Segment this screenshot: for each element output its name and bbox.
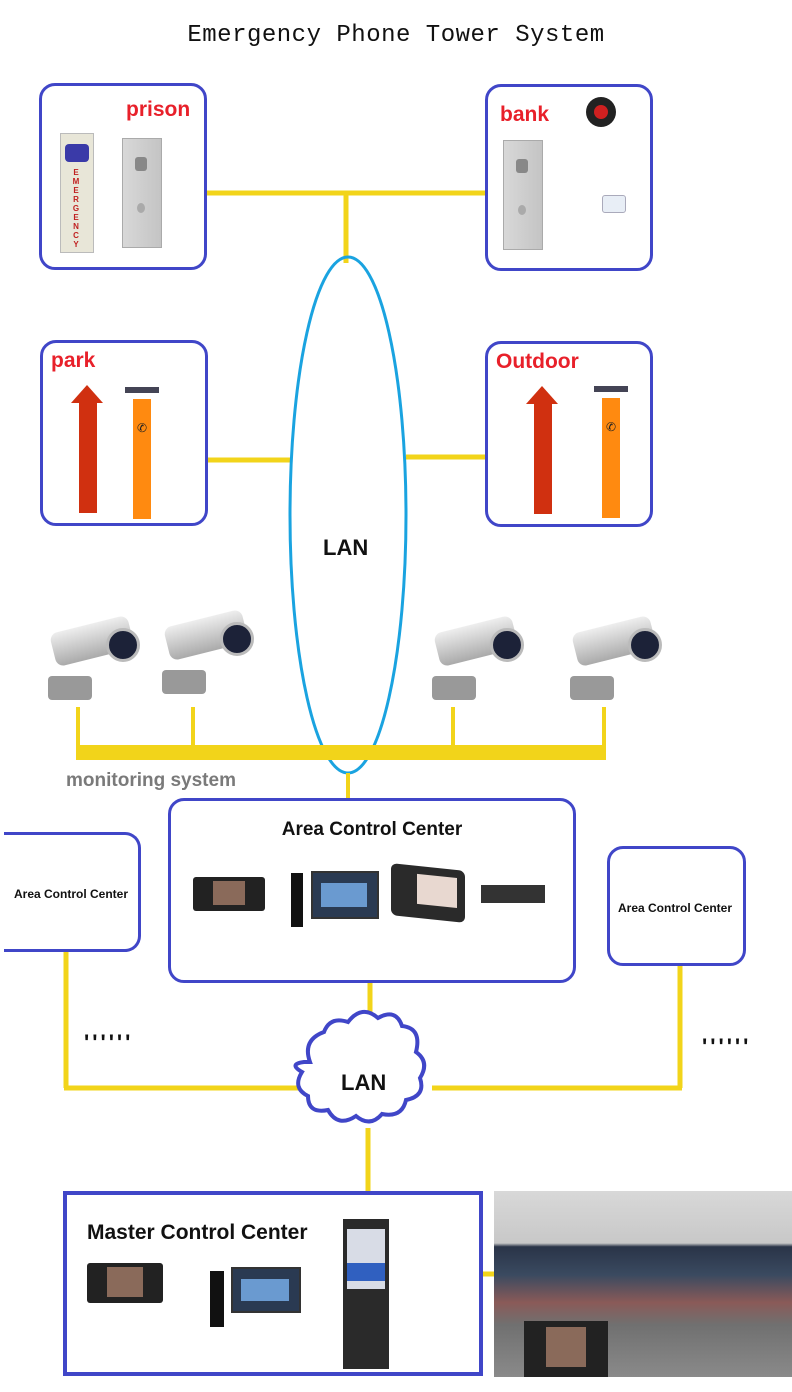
master-control-center[interactable]: Master Control Center bbox=[63, 1191, 483, 1376]
lan-cloud-icon bbox=[293, 1010, 427, 1124]
master-control-center-title: Master Control Center bbox=[87, 1221, 308, 1244]
site-bank[interactable]: bank bbox=[485, 84, 653, 271]
server-rack-icon bbox=[343, 1219, 389, 1369]
dispatch-console-icon bbox=[193, 877, 265, 911]
control-room-photo bbox=[494, 1191, 792, 1377]
monitor-icon bbox=[311, 871, 379, 919]
cctv-camera-icon bbox=[44, 614, 140, 704]
cctv-camera-icon bbox=[158, 608, 254, 698]
area-control-center-left-title: Area Control Center bbox=[14, 887, 129, 901]
site-label-park: park bbox=[51, 349, 96, 372]
site-park[interactable]: park ✆ bbox=[40, 340, 208, 526]
dispatch-console-icon bbox=[524, 1321, 608, 1377]
site-label-bank: bank bbox=[500, 103, 550, 126]
site-outdoor[interactable]: Outdoor ✆ bbox=[485, 341, 653, 527]
intercom-panel-icon bbox=[503, 140, 543, 250]
red-solar-tower-icon bbox=[71, 385, 103, 515]
cctv-camera-icon bbox=[428, 614, 524, 704]
orange-solar-tower-icon: ✆ bbox=[594, 386, 628, 518]
lan-label-top: LAN bbox=[323, 535, 369, 560]
lan-ellipse bbox=[288, 255, 408, 775]
site-label-prison: prison bbox=[126, 98, 191, 121]
monitoring-system-label: monitoring system bbox=[66, 770, 236, 791]
area-control-center-right[interactable]: Area Control Center bbox=[607, 846, 746, 966]
more-centers-ellipsis-right: '''''' bbox=[702, 1034, 752, 1059]
monitor-icon bbox=[231, 1267, 301, 1313]
rack-server-icon bbox=[481, 885, 545, 903]
area-control-center-right-title: Area Control Center bbox=[618, 901, 733, 915]
lan-label-bottom: LAN bbox=[341, 1070, 387, 1095]
cctv-camera-icon bbox=[566, 614, 662, 704]
area-control-center-main[interactable]: Area Control Center bbox=[168, 798, 576, 983]
dispatch-console-icon bbox=[87, 1263, 163, 1303]
more-centers-ellipsis-left: '''''' bbox=[84, 1030, 134, 1055]
sensor-icon bbox=[602, 195, 626, 213]
area-control-center-main-title: Area Control Center bbox=[281, 819, 463, 840]
site-label-outdoor: Outdoor bbox=[496, 350, 579, 373]
video-phone-icon bbox=[391, 863, 465, 923]
monitoring-bus bbox=[76, 745, 606, 760]
intercom-panel-icon bbox=[122, 138, 162, 248]
red-solar-tower-icon bbox=[526, 386, 558, 516]
diagram-title: Emergency Phone Tower System bbox=[187, 22, 605, 49]
pc-tower-icon bbox=[291, 873, 303, 927]
orange-solar-tower-icon: ✆ bbox=[125, 387, 159, 519]
pc-tower-icon bbox=[210, 1271, 224, 1327]
alarm-siren-icon bbox=[586, 97, 616, 127]
area-control-center-left[interactable]: Area Control Center bbox=[4, 832, 141, 952]
